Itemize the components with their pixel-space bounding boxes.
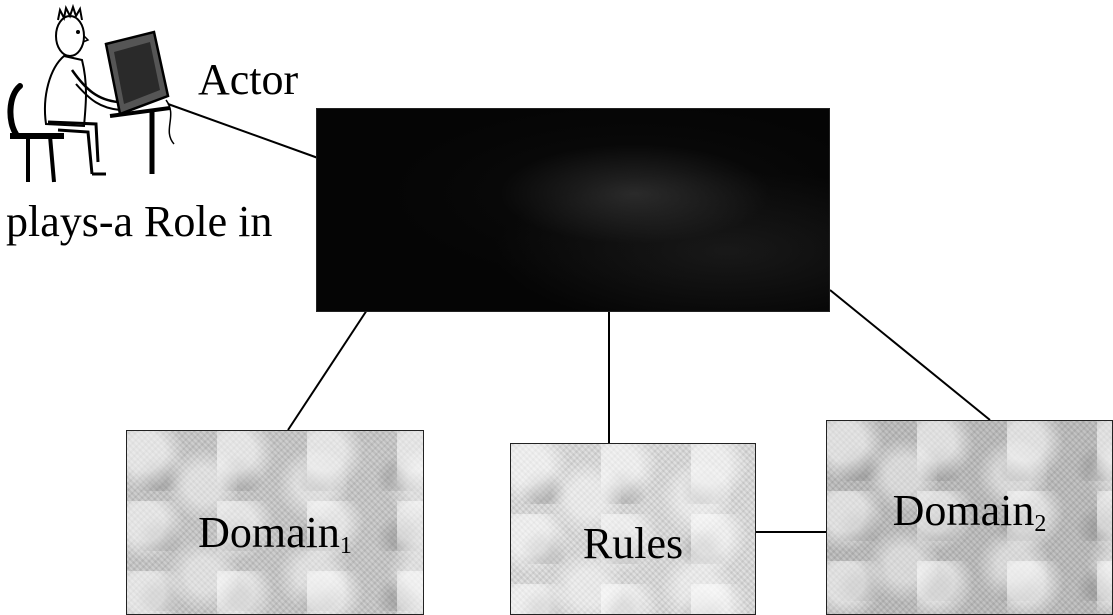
rules-box: Rules: [510, 443, 756, 615]
domain2-box: Domain2: [826, 420, 1113, 615]
actor-label: Actor: [198, 58, 298, 102]
role-to-domain2-connector: [830, 290, 990, 420]
role-box: [316, 108, 830, 312]
rules-label: Rules: [511, 522, 755, 566]
person-at-computer-icon: [2, 4, 192, 194]
domain2-label-text: Domain: [893, 486, 1035, 535]
domain2-subscript: 2: [1034, 511, 1046, 537]
role-label: plays-a Role in: [6, 200, 272, 244]
domain1-subscript: 1: [340, 533, 352, 559]
domain2-label: Domain2: [827, 489, 1112, 536]
domain1-label-text: Domain: [198, 508, 340, 557]
role-to-domain1-connector: [288, 310, 367, 430]
domain1-label: Domain1: [127, 511, 423, 558]
domain1-box: Domain1: [126, 430, 424, 615]
